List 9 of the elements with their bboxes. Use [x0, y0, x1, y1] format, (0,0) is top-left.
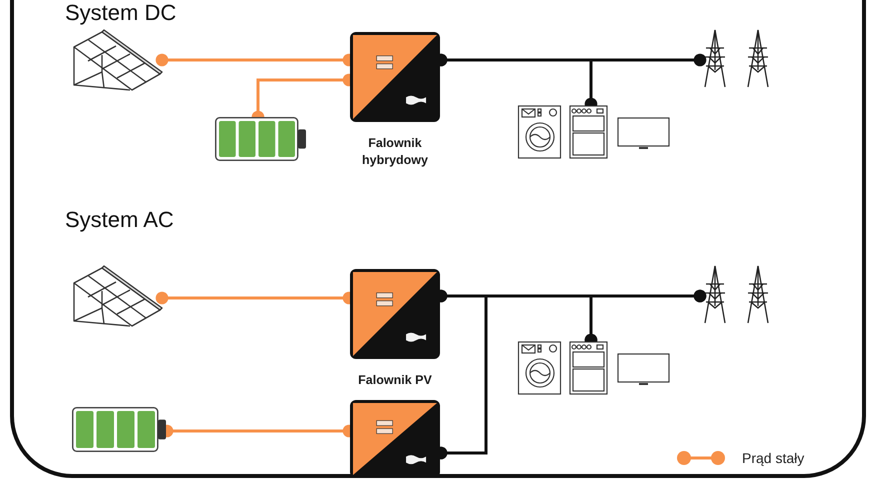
section-heading: System AC	[65, 207, 174, 233]
battery-drawing	[215, 117, 307, 161]
inverter-caption: Falownik hybrydowy	[361, 135, 429, 169]
inverter-caption: Falownik PV	[357, 372, 433, 389]
battery-drawing	[72, 407, 167, 452]
legend-label: Prąd stały	[742, 450, 804, 466]
solar-panel-drawing	[72, 266, 162, 328]
section-heading: System DC	[65, 0, 176, 26]
solar-panel-drawing	[72, 30, 162, 92]
